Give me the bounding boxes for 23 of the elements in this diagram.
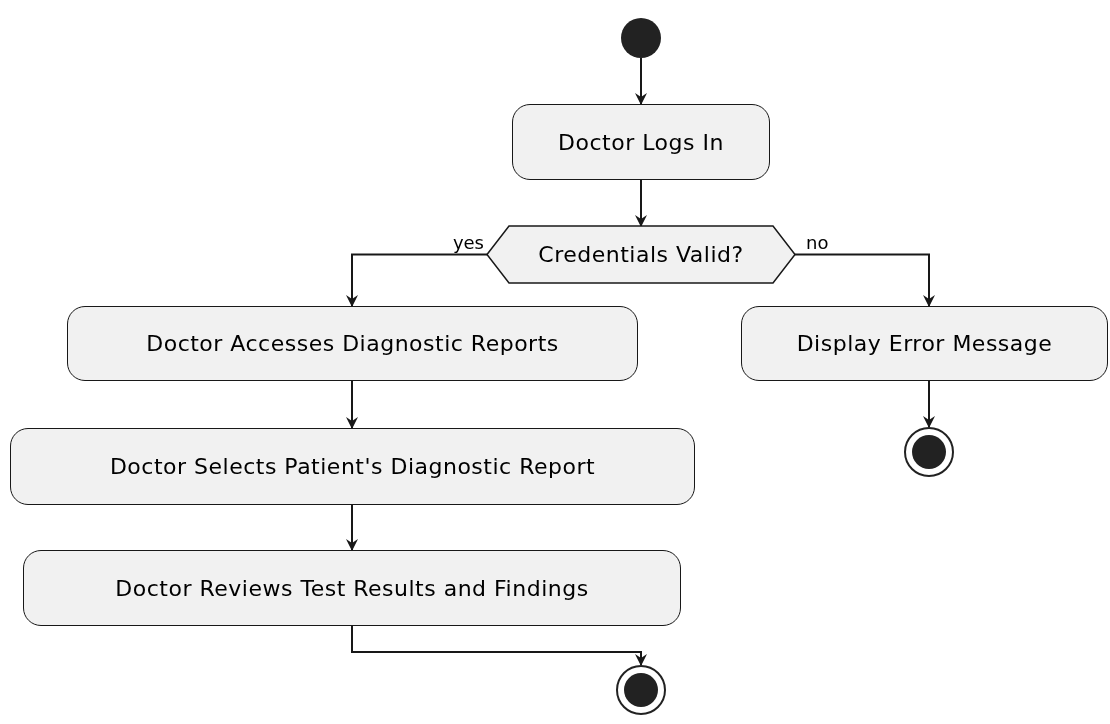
activity-text: Doctor Reviews Test Results and Findings bbox=[115, 575, 589, 601]
arrow bbox=[346, 380, 358, 429]
arrow bbox=[346, 504, 358, 551]
end-node bbox=[904, 427, 954, 477]
arrow bbox=[346, 253, 488, 307]
arrow bbox=[794, 253, 935, 307]
activity-box bbox=[23, 550, 681, 626]
activity-box bbox=[741, 306, 1108, 381]
start-node bbox=[621, 18, 661, 58]
arrow bbox=[923, 380, 935, 428]
activity-text: Doctor Logs In bbox=[558, 129, 724, 155]
decision-shape bbox=[487, 226, 795, 283]
activity-box bbox=[10, 428, 695, 505]
activity-text: Doctor Accesses Diagnostic Reports bbox=[146, 331, 559, 356]
arrow bbox=[351, 625, 647, 666]
activity-text: Doctor Selects Patient's Diagnostic Report bbox=[109, 454, 596, 479]
activity-text: Display Error Message bbox=[796, 331, 1053, 356]
activity-box bbox=[512, 104, 770, 180]
end-node bbox=[616, 665, 666, 715]
activity-box bbox=[67, 306, 638, 381]
activity-text: Credentials Valid? bbox=[538, 242, 744, 267]
arrow bbox=[635, 57, 647, 105]
arrow bbox=[635, 179, 647, 227]
